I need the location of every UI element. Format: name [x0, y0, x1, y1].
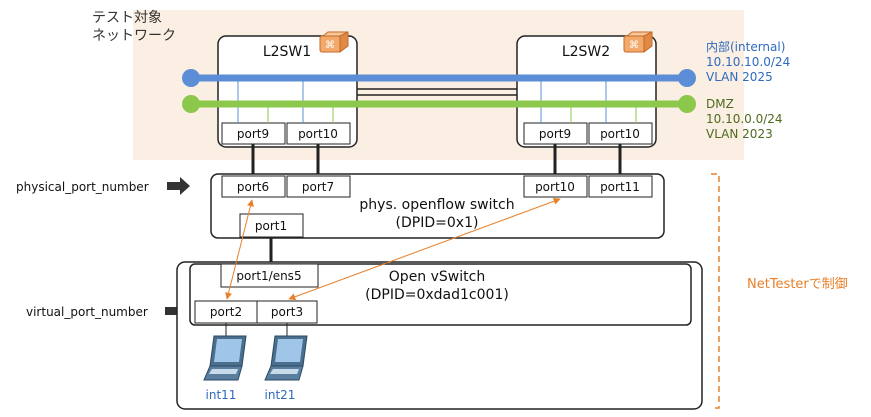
l2sw2-port10-label: port10: [600, 127, 640, 141]
dmz-net-vlan: VLAN 2023: [706, 127, 773, 141]
internal-vlan-endpoint-left: [182, 69, 200, 87]
phys-switch-name: phys. openflow switch: [359, 197, 514, 213]
laptop-icon: [264, 335, 308, 381]
l2sw2-label: L2SW2: [562, 44, 610, 60]
mapping-arrow-port6-port2: [225, 199, 254, 300]
physical-port-number-label: physical_port_number: [16, 180, 149, 194]
test-network-title-line1: テスト対象: [92, 10, 162, 26]
internal-net-vlan: VLAN 2025: [706, 70, 773, 84]
mapping-arrow-port10-port3: [288, 197, 561, 301]
l2sw1-port10-label: port10: [298, 127, 338, 141]
ovs-dpid: (DPID=0xdad1c001): [365, 287, 509, 303]
internal-vlan-endpoint-right: [678, 69, 696, 87]
test-network-title-line2: ネットワーク: [92, 28, 176, 44]
host-int11: int11: [206, 388, 237, 402]
dmz-net-name: DMZ: [706, 97, 734, 111]
phys-port10: [523, 175, 588, 198]
virtual-port-number-label: virtual_port_number: [26, 305, 148, 319]
phys-port11: [588, 175, 653, 198]
phys-port11-label: port11: [600, 180, 640, 194]
phys-switch-dpid: (DPID=0x1): [396, 215, 479, 231]
dmz-vlan-endpoint-left: [182, 95, 200, 113]
dmz-net-subnet: 10.10.0.0/24: [706, 112, 783, 126]
internal-net-name: 内部(internal): [706, 39, 785, 54]
nettester-control-label: NetTesterで制御: [747, 277, 848, 292]
phys-openflow-switch: port6 port7 port10 port11 phys. openflow…: [210, 173, 665, 239]
internal-net-subnet: 10.10.10.0/24: [706, 55, 790, 69]
phys-port7: [286, 175, 351, 198]
laptop-icon: [203, 335, 247, 381]
dmz-vlan-endpoint-right: [678, 95, 696, 113]
open-vswitch: port1/ens5 Open vSwitch (DPID=0xdad1c001…: [189, 263, 692, 326]
svg-text:⌘: ⌘: [325, 40, 335, 51]
l2sw1: L2SW1 ⌘ port9 port10: [217, 31, 358, 148]
l2sw2: L2SW2 ⌘ port9 port10: [516, 31, 657, 148]
l2sw1-label: L2SW1: [263, 44, 311, 60]
svg-text:⌘: ⌘: [629, 40, 639, 51]
ovs-port3-label: port3: [271, 305, 303, 319]
l2sw1-port9-label: port9: [237, 127, 269, 141]
nettester-control-bracket: [711, 173, 720, 409]
physical-port-number-arrow: [167, 177, 190, 195]
l2sw2-port9-label: port9: [539, 127, 571, 141]
ovs-name: Open vSwitch: [389, 269, 485, 285]
ovs-port2-label: port2: [210, 305, 242, 319]
router-icon: ⌘: [623, 31, 653, 53]
phys-port1-label: port1: [255, 219, 287, 233]
ovs-port1-ens5-label: port1/ens5: [236, 269, 301, 283]
phys-port6: [221, 175, 286, 198]
host-int21: int21: [265, 388, 296, 402]
uplink-cables: [251, 144, 622, 176]
phys-port7-label: port7: [302, 180, 334, 194]
phys-port10-label: port10: [535, 180, 575, 194]
phys-port6-label: port6: [237, 180, 269, 194]
router-icon: ⌘: [319, 31, 349, 53]
